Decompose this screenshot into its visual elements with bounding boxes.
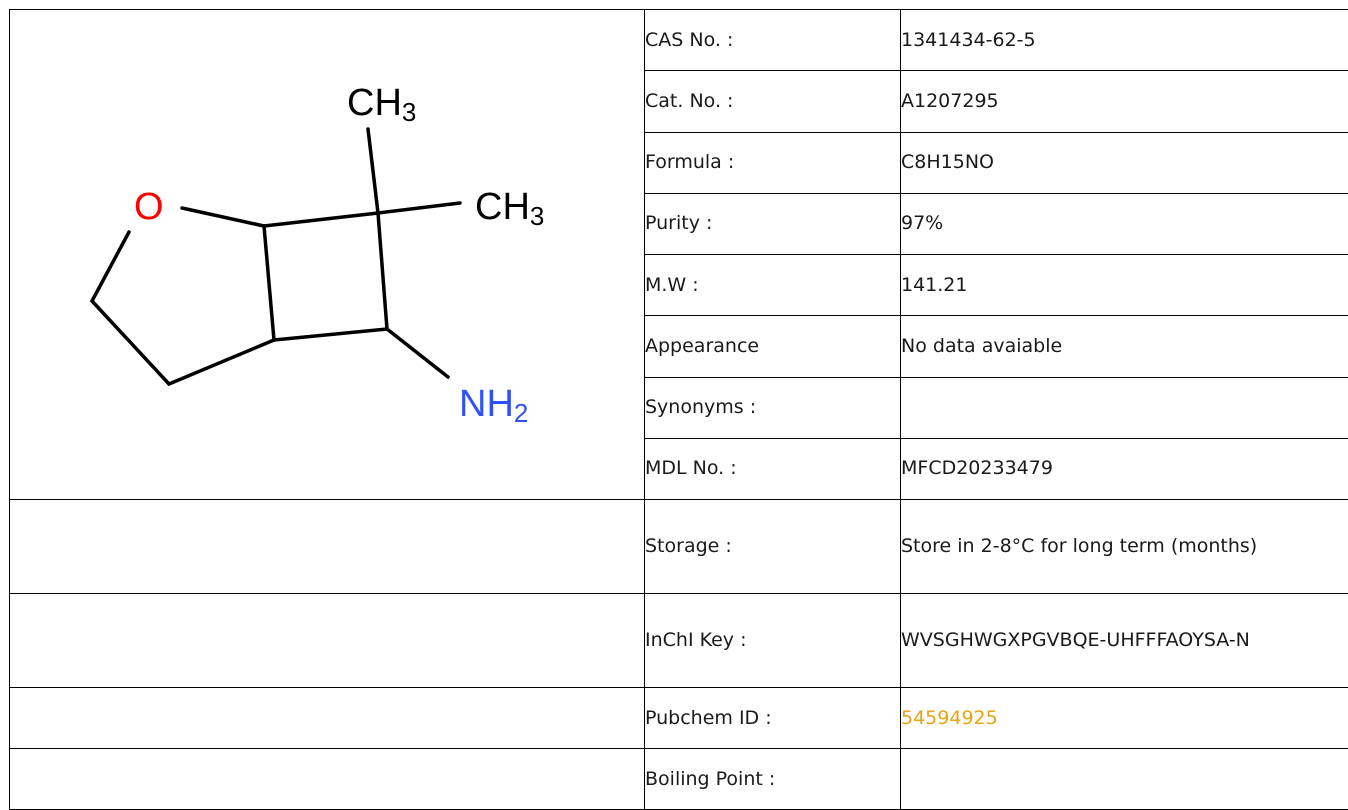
bond	[92, 301, 169, 384]
methyl-top-label: CH3	[347, 82, 416, 127]
bond	[378, 203, 460, 213]
oxygen-atom-label: O	[134, 186, 164, 228]
methyl-right-label: CH3	[475, 186, 544, 231]
bond	[378, 213, 387, 329]
property-value: C8H15NO	[901, 132, 1348, 193]
property-label: Pubchem ID :	[645, 688, 901, 749]
amine-label: NH2	[459, 383, 528, 428]
property-label: Cat. No. :	[645, 71, 901, 132]
property-label: Synonyms :	[645, 377, 901, 438]
product-info-table: CH3 CH3 O NH2 CAS No. : 1341434-62-5 Cat…	[9, 9, 1348, 810]
property-value: A1207295	[901, 71, 1348, 132]
bond	[264, 226, 274, 340]
empty-cell	[10, 500, 645, 594]
property-value: No data avaiable	[901, 316, 1348, 377]
property-label: InChI Key :	[645, 594, 901, 688]
property-label: Purity :	[645, 193, 901, 254]
property-label: CAS No. :	[645, 10, 901, 71]
pubchem-id-link[interactable]: 54594925	[901, 707, 998, 729]
bond	[368, 129, 378, 213]
chemical-structure-diagram: CH3 CH3 O NH2	[10, 10, 643, 494]
property-label: Boiling Point :	[645, 749, 901, 810]
property-value	[901, 377, 1348, 438]
property-value	[901, 749, 1348, 810]
property-value: MFCD20233479	[901, 438, 1348, 499]
property-label: M.W :	[645, 255, 901, 316]
property-value: 54594925	[901, 688, 1348, 749]
structure-image-cell: CH3 CH3 O NH2	[10, 10, 645, 500]
property-label: Storage :	[645, 500, 901, 594]
bond	[169, 340, 274, 384]
bond	[92, 232, 129, 301]
bond	[182, 208, 264, 226]
bond	[274, 329, 387, 340]
property-label: Formula :	[645, 132, 901, 193]
property-label: MDL No. :	[645, 438, 901, 499]
property-value: 97%	[901, 193, 1348, 254]
bond	[264, 213, 378, 226]
property-value: 1341434-62-5	[901, 10, 1348, 71]
empty-cell	[10, 749, 645, 810]
empty-cell	[10, 594, 645, 688]
bond	[387, 329, 448, 377]
property-value: 141.21	[901, 255, 1348, 316]
empty-cell	[10, 688, 645, 749]
property-value: Store in 2-8°C for long term (months)	[901, 500, 1348, 594]
property-value: WVSGHWGXPGVBQE-UHFFFAOYSA-N	[901, 594, 1348, 688]
property-label: Appearance	[645, 316, 901, 377]
